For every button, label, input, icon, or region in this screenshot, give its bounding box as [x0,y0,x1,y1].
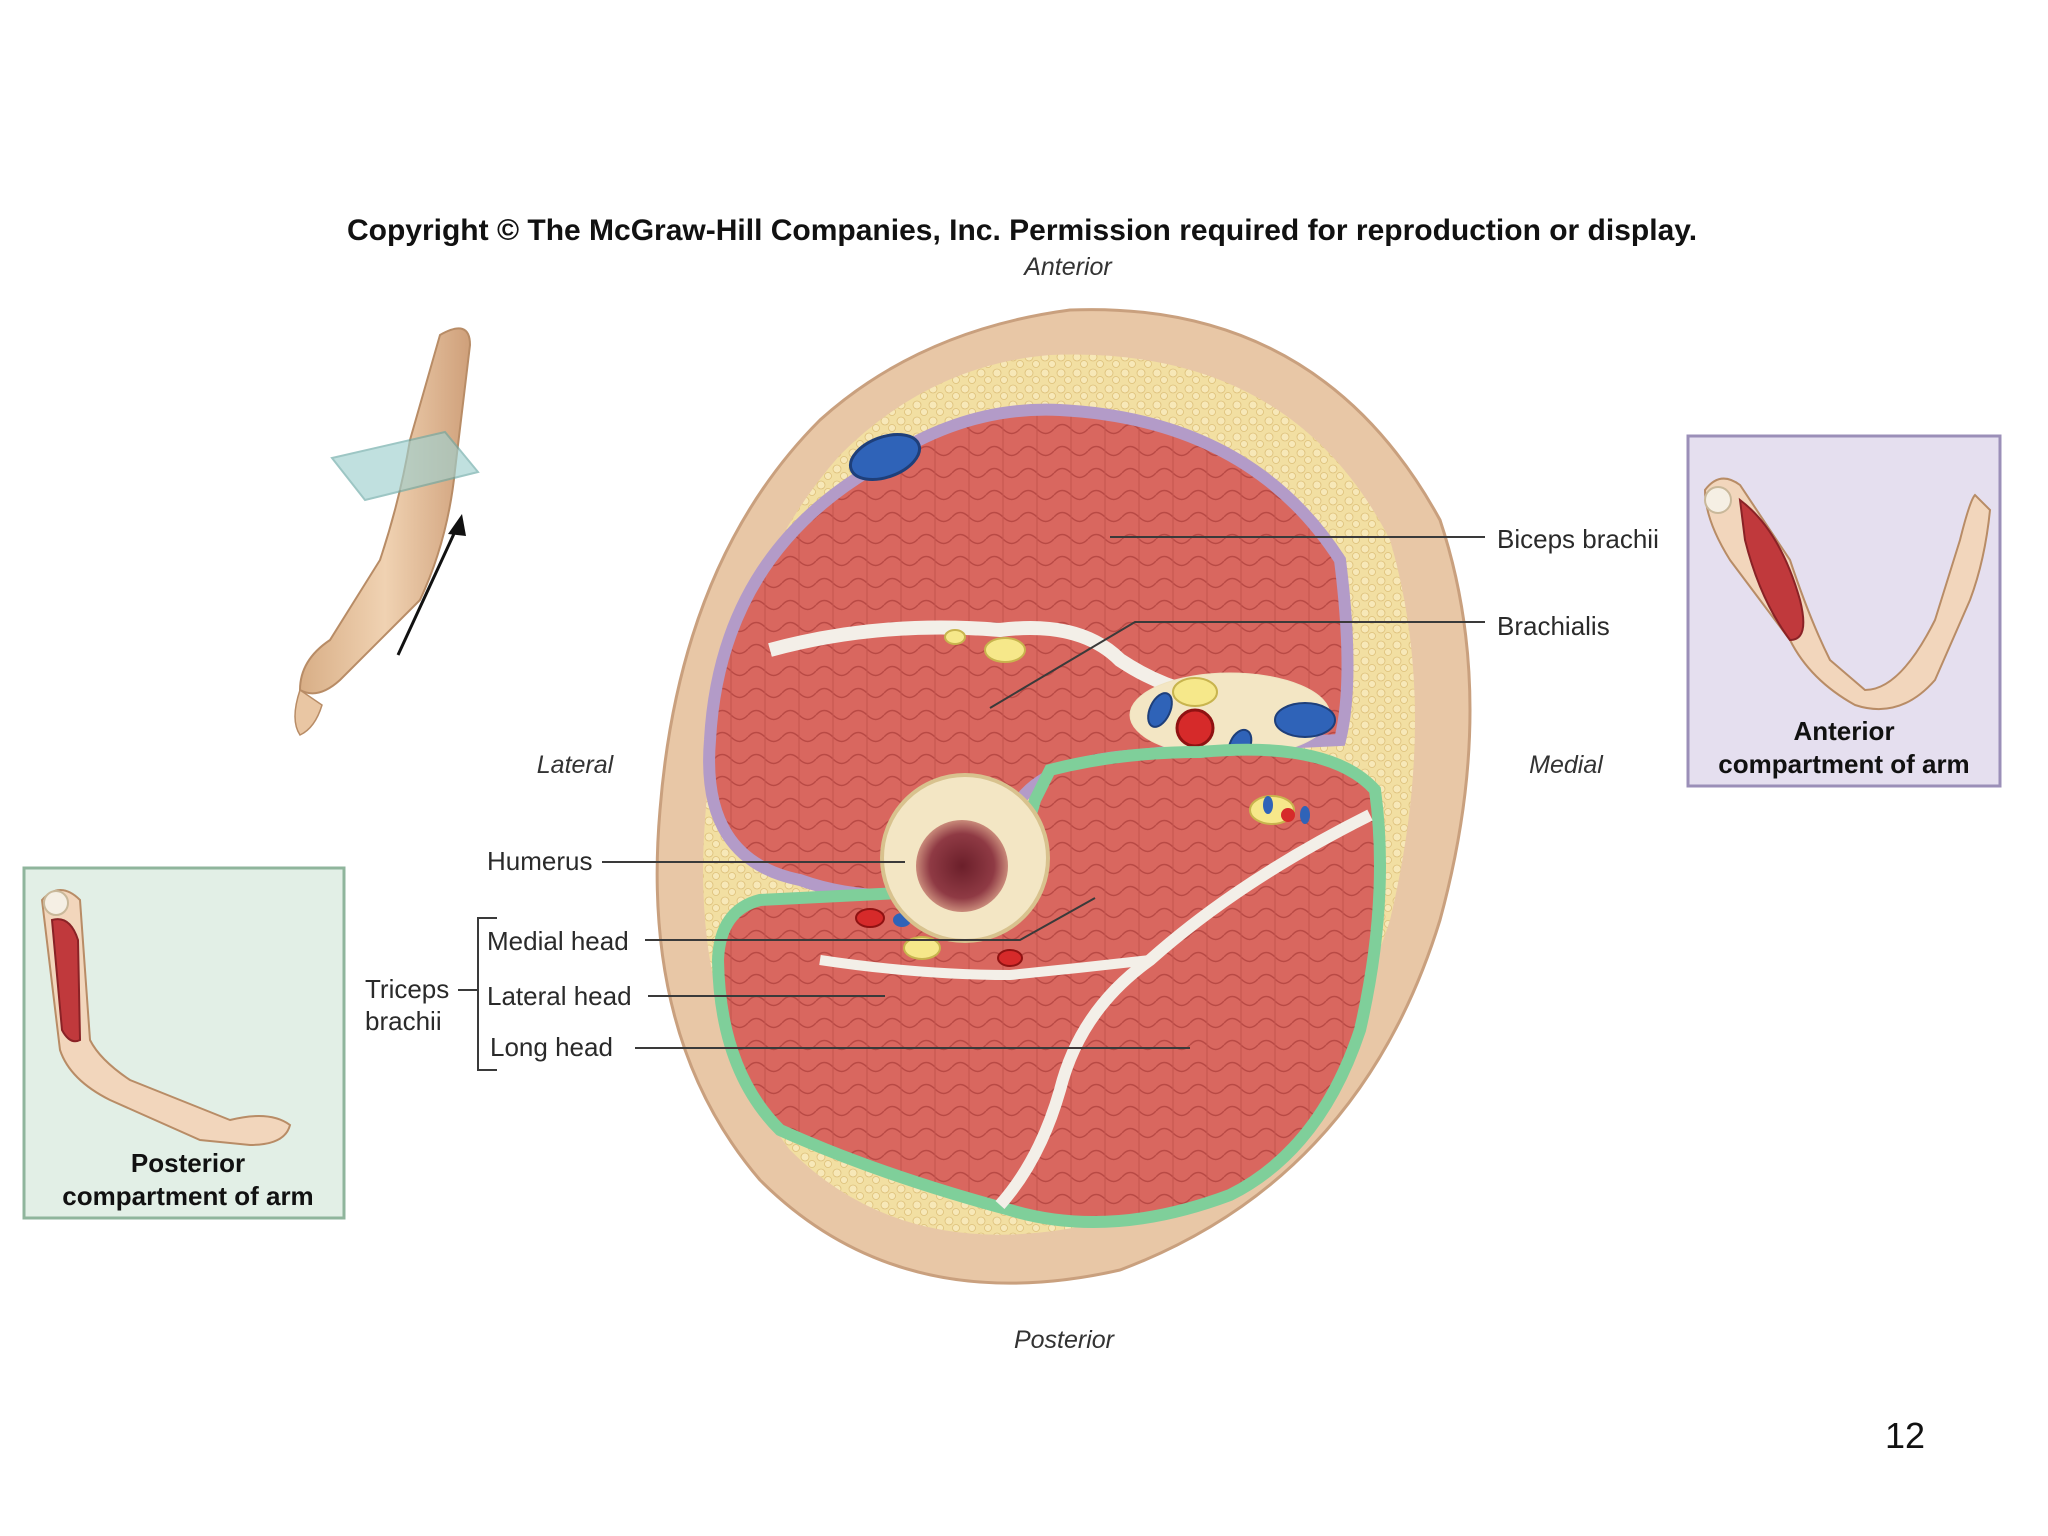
posterior-box-title: Posterior [131,1148,245,1178]
artery-shape [855,908,885,928]
triceps-label-line2: brachii [365,1006,442,1036]
arm-section-plane-illustration [294,327,480,736]
copyright-notice: Copyright © The McGraw-Hill Companies, I… [347,214,1697,247]
anterior-compartment-box: Anterior compartment of arm [1686,434,2002,788]
vein-shape [1147,692,1173,728]
posterior-compartment-box: Posterior compartment of arm [22,866,346,1220]
anterior-box-subtitle: compartment of arm [1718,749,1969,779]
vein-shape [1274,702,1336,738]
shoulder-joint-icon [1704,486,1732,514]
posterior-septum [995,809,1373,1209]
posterior-compartment [711,743,1386,1228]
vein-shape [1300,806,1310,824]
nerve-shape [1172,677,1218,707]
extended-arm-illustration [40,889,292,1147]
nerve-shape [903,936,941,960]
bone-marrow [916,820,1008,912]
posterior-septum [819,955,1151,981]
posterior-label: Posterior [1014,1326,1116,1354]
posterior-box-subtitle: compartment of arm [62,1181,313,1211]
nerve-shape [984,637,1026,663]
brachialis-callout: Brachialis [989,611,1610,709]
long-head-label: Long head [490,1032,613,1062]
biceps-brachii-label: Biceps brachii [1497,524,1659,554]
flexed-arm-illustration [1703,477,1992,711]
arm-cross-section [655,308,1472,1285]
page-number: 12 [1885,1415,1925,1456]
humerus-label: Humerus [487,846,592,876]
nerve-shape [944,629,966,645]
vein-shape [1263,796,1273,814]
lateral-label: Lateral [537,751,615,779]
biceps-muscle-illustration [1738,497,1805,642]
lateral-head-label: Lateral head [487,981,632,1011]
anterior-box-title: Anterior [1793,716,1894,746]
humerus-callout: Humerus [487,846,905,876]
artery-shape [1175,708,1215,748]
anterior-label: Anterior [1022,253,1113,281]
artery-shape [1281,808,1295,822]
medial-head-label: Medial head [487,926,629,956]
artery-shape [997,949,1023,967]
cephalic-vein-shape [848,433,922,481]
triceps-label-line1: Triceps [365,974,449,1004]
triceps-muscle-illustration [50,918,82,1043]
medial-label: Medial [1529,751,1604,779]
biceps-callout: Biceps brachii [1110,524,1659,554]
triceps-callout: Triceps brachii Medial head Lateral head… [365,897,1190,1071]
brachialis-label: Brachialis [1497,611,1610,641]
shoulder-joint-icon [43,890,69,916]
